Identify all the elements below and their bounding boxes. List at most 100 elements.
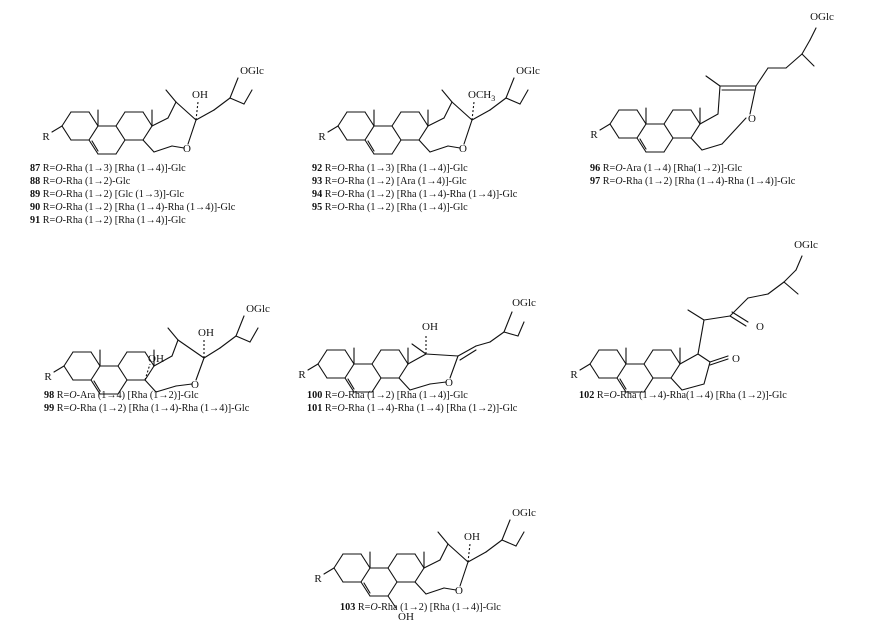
bond	[93, 380, 101, 392]
bond	[90, 379, 101, 395]
bond	[414, 567, 425, 583]
ring-oxygen-label: O	[183, 143, 191, 155]
bond	[418, 139, 431, 153]
o-linkage: O	[55, 176, 63, 187]
compound-number: 88	[30, 176, 41, 187]
bond	[636, 109, 647, 125]
bond	[747, 293, 769, 299]
bond	[175, 383, 193, 387]
ring-oxygen-label: O	[459, 143, 467, 155]
bond	[364, 139, 375, 155]
o-linkage: O	[615, 163, 623, 174]
sugar-chain: -Rha (1→2) [Rha (1→4)]-Glc	[344, 202, 468, 213]
bond	[387, 581, 398, 597]
bond	[398, 377, 411, 391]
bond	[153, 145, 173, 153]
bond	[589, 363, 600, 379]
bond	[364, 111, 375, 127]
bond	[387, 567, 398, 583]
sugar-chain: -Rha (1→2) [Rha (1→4)]-Glc	[344, 390, 468, 401]
sugar-chain: -Rha (1→4)-Rha(1→4) [Rha (1→2)]-Glc	[616, 390, 787, 401]
sugar-chain: -Rha (1→2) [Rha (1→4)-Rha (1→4)]-Glc	[62, 202, 236, 213]
bond	[599, 123, 611, 131]
r-equals: R=	[322, 176, 338, 187]
bond	[333, 553, 344, 569]
hydroxyl-14-label: OH	[148, 353, 164, 365]
bond	[517, 321, 525, 337]
r-equals: R=	[600, 176, 616, 187]
bond	[636, 137, 647, 153]
bond	[387, 553, 398, 569]
compound-103-caption: 103 R=O-Rha (1→2) [Rha (1→4)]-Glc	[340, 601, 501, 614]
bond	[411, 343, 427, 355]
bond	[505, 97, 521, 105]
bond	[579, 363, 591, 371]
bond	[391, 125, 402, 141]
bond	[609, 123, 620, 139]
bond	[317, 363, 328, 379]
bond	[414, 553, 425, 569]
bond	[437, 531, 449, 545]
r-equals: R=	[40, 215, 56, 226]
bond	[475, 341, 491, 347]
compound-number: 102	[579, 390, 595, 401]
r-equals: R=	[54, 390, 70, 401]
bond	[485, 539, 503, 553]
bond	[171, 145, 185, 149]
compound-92-caption: 92 R=O-Rha (1→3) [Rha (1→4)]-Glc	[312, 162, 517, 175]
bond	[801, 53, 815, 67]
sugar-chain: -Rha (1→2) [Rha (1→4)]-Glc	[62, 215, 186, 226]
bond	[459, 349, 477, 361]
o-linkage: O	[69, 390, 77, 401]
bond	[697, 353, 711, 363]
bond	[687, 309, 705, 321]
bond	[171, 339, 179, 357]
sugar-chain: -Ara (1→4) [Rha(1→2)]-Glc	[622, 163, 743, 174]
r-group-label: R	[570, 369, 578, 381]
compound-94-caption: 94 R=O-Rha (1→2) [Rha (1→4)-Rha (1→4)]-G…	[312, 188, 517, 201]
ring-oxygen-label: O	[748, 113, 756, 125]
bond	[371, 349, 382, 365]
r-equals: R=	[600, 163, 616, 174]
bond	[636, 123, 647, 139]
bond	[439, 543, 449, 561]
compound-100-caption: 100 R=O-Rha (1→2) [Rha (1→4)]-Glc	[307, 389, 517, 402]
bond	[347, 378, 355, 390]
ring-oxygen-label: O	[445, 377, 453, 389]
bond	[115, 139, 126, 155]
compound-102-caption: 102 R=O-Rha (1→4)-Rha(1→4) [Rha (1→2)]-G…	[579, 389, 787, 402]
bond	[749, 85, 757, 115]
compound-91-caption: 91 R=O-Rha (1→2) [Rha (1→4)]-Glc	[30, 214, 235, 227]
bond	[165, 89, 177, 103]
hydroxyl-label: OH	[464, 531, 480, 543]
compound-97-caption: 97 R=O-Rha (1→2) [Rha (1→4)-Rha (1→4)]-G…	[590, 175, 795, 188]
bond	[616, 363, 627, 379]
compound-101-caption: 101 R=O-Rha (1→4)-Rha (1→4) [Rha (1→2)]-…	[307, 402, 517, 415]
bond	[451, 101, 473, 121]
bond	[235, 315, 245, 337]
bond	[699, 113, 719, 125]
r-equals: R=	[40, 176, 56, 187]
r-equals: R=	[355, 602, 371, 613]
hydroxyl-7-label: OH	[398, 611, 414, 623]
bond	[643, 377, 654, 393]
r-equals: R=	[40, 189, 56, 200]
bond	[333, 567, 344, 583]
compound-number: 97	[590, 176, 601, 187]
bond	[801, 39, 811, 55]
bond	[88, 111, 99, 127]
bond	[144, 365, 155, 381]
bond	[467, 543, 471, 563]
bond	[142, 125, 153, 141]
bond	[360, 567, 371, 583]
bond	[670, 349, 681, 365]
bond	[90, 351, 101, 367]
bond	[447, 543, 469, 563]
bond	[371, 377, 382, 393]
r-equals: R=	[40, 202, 56, 213]
